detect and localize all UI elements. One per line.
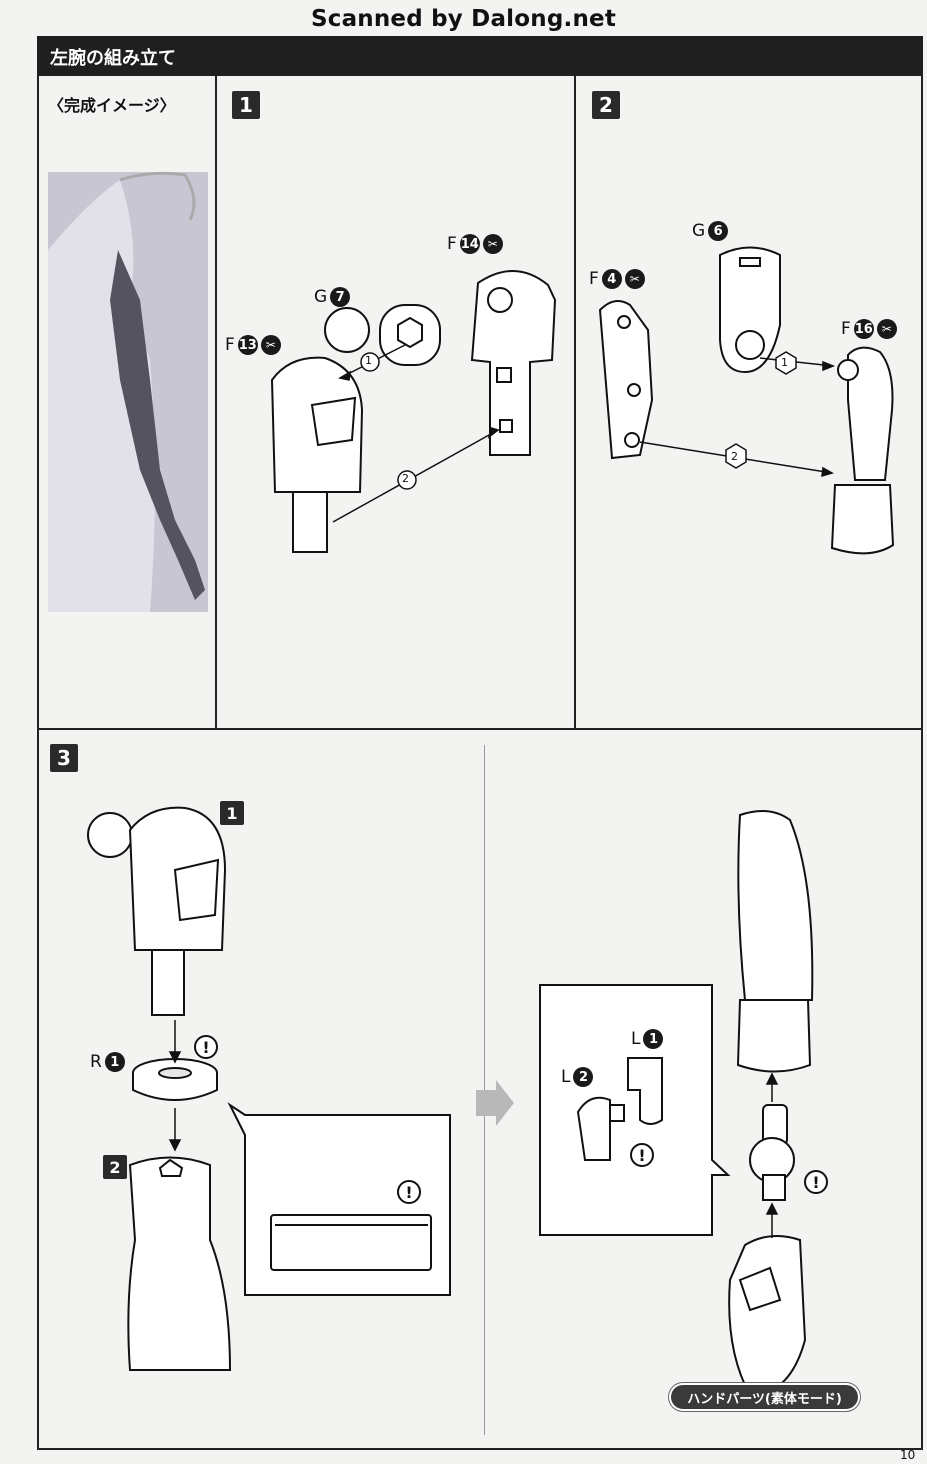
top-panels-frame — [37, 74, 923, 730]
step1-number-badge: 1 — [232, 91, 260, 119]
step2-arrow1-label: 1 — [781, 356, 788, 369]
step1-arrow1-label: 1 — [365, 354, 372, 367]
part-number-badge: 7 — [330, 287, 351, 307]
step3-frame — [37, 728, 923, 1450]
step1-arrow2-label: 2 — [402, 472, 409, 485]
part-number-badge: 13 — [237, 335, 258, 355]
part-label-f4: F 4 ✂ — [589, 269, 645, 289]
part-letter: R — [90, 1052, 102, 1072]
page-number: 10 — [900, 1448, 916, 1462]
part-number-badge: 2 — [573, 1067, 594, 1087]
part-letter: L — [631, 1029, 641, 1049]
part-label-f14: F 14 ✂ — [447, 234, 503, 254]
part-letter: L — [561, 1067, 571, 1087]
warning-icon: ! — [630, 1143, 654, 1167]
step2-arrow2-label: 2 — [731, 450, 738, 463]
warning-icon: ! — [397, 1180, 421, 1204]
part-label-r1: R 1 — [90, 1052, 125, 1072]
part-letter: F — [589, 269, 599, 289]
part-letter: G — [692, 221, 706, 241]
step3-ref-step1-badge: 1 — [220, 801, 244, 825]
nipper-cut-icon: ✂ — [624, 269, 645, 289]
section-title: 左腕の組み立て — [50, 48, 176, 69]
section-header-bar — [37, 36, 923, 74]
divider-step1-step2 — [574, 74, 576, 730]
part-number-badge: 4 — [601, 269, 622, 289]
part-number-badge: 16 — [853, 319, 874, 339]
part-letter: F — [225, 335, 235, 355]
part-number-badge: 6 — [708, 221, 729, 241]
step3-ref-step2-badge: 2 — [103, 1155, 127, 1179]
part-label-f13: F 13 ✂ — [225, 335, 281, 355]
step3-number-badge: 3 — [50, 744, 78, 772]
part-label-l1: L 1 — [631, 1029, 664, 1049]
preview-label: 〈完成イメージ〉 — [48, 96, 176, 115]
part-label-f16: F 16 ✂ — [841, 319, 897, 339]
divider-preview-step1 — [215, 74, 217, 730]
part-letter: G — [314, 287, 328, 307]
part-letter: F — [841, 319, 851, 339]
part-label-g6: G 6 — [692, 221, 729, 241]
part-number-badge: 1 — [643, 1029, 664, 1049]
part-label-g7: G 7 — [314, 287, 351, 307]
hand-parts-label: ハンドパーツ(素体モード) — [671, 1385, 858, 1409]
part-number-badge: 1 — [104, 1052, 125, 1072]
part-label-l2: L 2 — [561, 1067, 594, 1087]
watermark-text: Scanned by Dalong.net — [310, 6, 617, 32]
nipper-cut-icon: ✂ — [260, 335, 281, 355]
nipper-cut-icon: ✂ — [876, 319, 897, 339]
part-number-badge: 14 — [459, 234, 480, 254]
step2-number-badge: 2 — [592, 91, 620, 119]
step3-midline — [484, 745, 485, 1435]
nipper-cut-icon: ✂ — [482, 234, 503, 254]
warning-icon: ! — [194, 1035, 218, 1059]
warning-icon: ! — [804, 1170, 828, 1194]
part-letter: F — [447, 234, 457, 254]
